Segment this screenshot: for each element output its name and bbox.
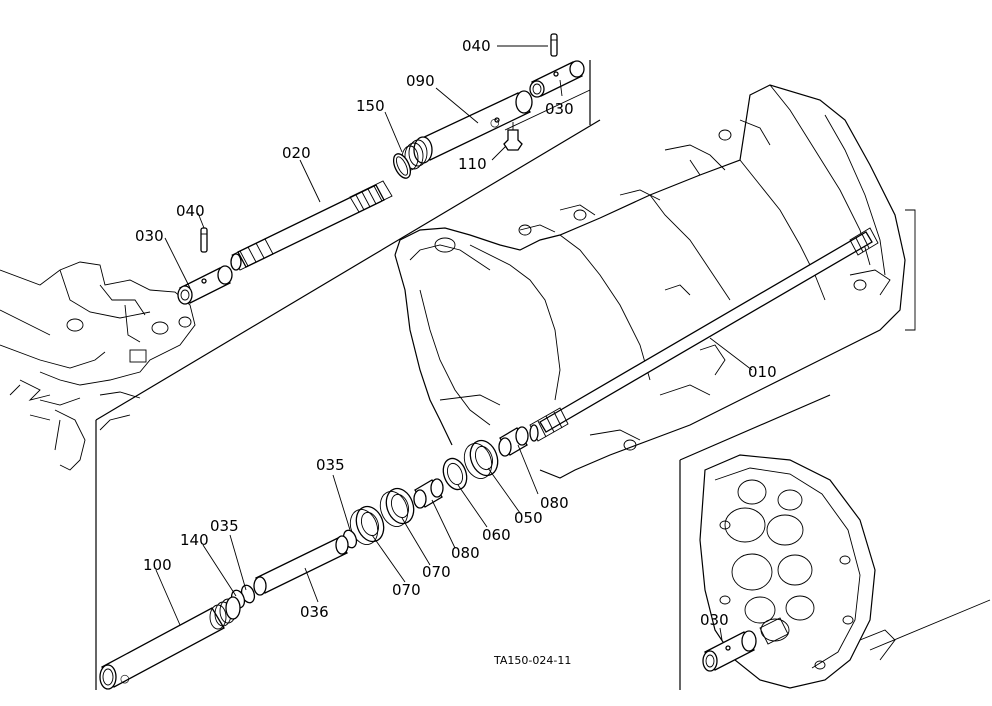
callout-035-upper: 035	[316, 456, 345, 474]
callout-090: 090	[406, 72, 435, 90]
callout-010: 010	[748, 363, 777, 381]
part-030-coupling-lower	[177, 265, 233, 305]
callout-140: 140	[180, 531, 209, 549]
part-050-bearing	[463, 439, 499, 479]
part-060-ring	[442, 457, 468, 491]
callout-036: 036	[300, 603, 329, 621]
callout-040-top: 040	[462, 37, 491, 55]
callout-020: 020	[282, 144, 311, 162]
part-070-seal-upper	[379, 487, 415, 527]
svg-text:○: ○	[490, 116, 500, 129]
callout-050: 050	[514, 509, 543, 527]
leader-lines	[155, 45, 753, 641]
transmission-housing	[394, 84, 916, 479]
callout-030-lower: 030	[135, 227, 164, 245]
callout-060: 060	[482, 526, 511, 544]
part-040-roll-pin-top	[550, 33, 558, 57]
part-030-coupling-top	[529, 60, 585, 98]
left-mounting-bracket	[0, 261, 196, 471]
part-036-tube	[253, 535, 349, 596]
callout-100: 100	[143, 556, 172, 574]
svg-text:○: ○	[120, 672, 130, 685]
callout-080-upper: 080	[540, 494, 569, 512]
callout-070-lower: 070	[392, 581, 421, 599]
reference-code: TA150-024-11	[493, 654, 571, 667]
part-030-coupling-bottom	[702, 617, 789, 672]
callout-labels: 040 030 090 150 110 020 040 030 010 080 …	[135, 37, 777, 667]
part-080-bushing-lower	[413, 478, 444, 509]
callout-030-bottom: 030	[700, 611, 729, 629]
callout-070-upper: 070	[422, 563, 451, 581]
part-040-roll-pin-lower	[200, 227, 208, 253]
callout-035-lower: 035	[210, 517, 239, 535]
rear-cover-housing	[679, 394, 991, 690]
callout-080-lower: 080	[451, 544, 480, 562]
part-110-grease-nipple	[503, 122, 523, 151]
callout-110: 110	[458, 155, 487, 173]
exploded-view-panel	[95, 60, 601, 690]
part-010-long-shaft	[529, 227, 879, 442]
part-080-bushing-upper	[498, 426, 529, 457]
part-090-shaft-tube: ○	[401, 90, 533, 171]
part-150-o-ring	[392, 153, 412, 179]
part-020-spline-shaft	[230, 180, 393, 271]
callout-040-lower: 040	[176, 202, 205, 220]
callout-030-top: 030	[545, 100, 574, 118]
part-100-sleeve: ○	[99, 596, 241, 690]
callout-150: 150	[356, 97, 385, 115]
